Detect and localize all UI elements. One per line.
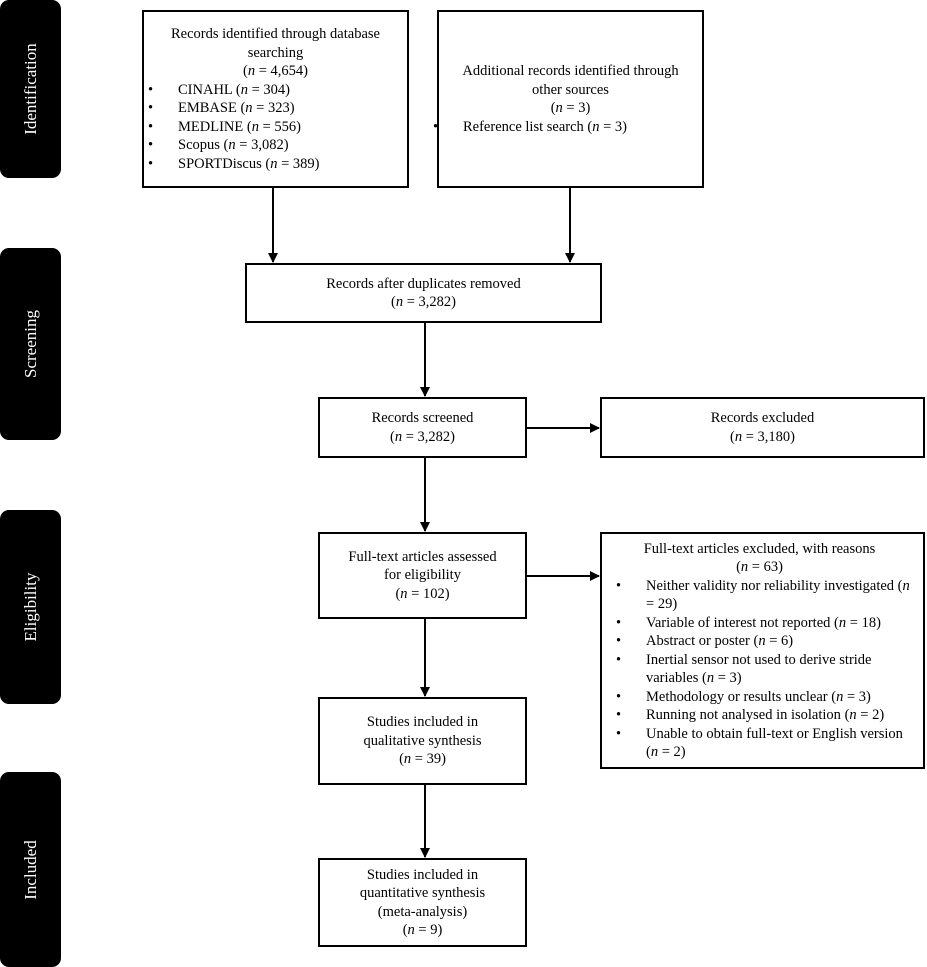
box-title: Records excluded bbox=[710, 410, 815, 426]
reason-list: Reference list search (n = 3) bbox=[419, 118, 702, 137]
box-count: (n = 63) bbox=[736, 559, 783, 575]
list-item: MEDLINE (n = 556) bbox=[134, 118, 407, 137]
database-search-box: Records identified through database searc… bbox=[142, 10, 409, 188]
box-count: (n = 9) bbox=[402, 922, 443, 938]
box-count: (n = 3) bbox=[550, 100, 591, 116]
box-count: (n = 4,654) bbox=[243, 63, 308, 79]
box-title: Additional records identified through bbox=[462, 63, 679, 79]
box-count: (n = 3,282) bbox=[390, 428, 455, 445]
list-item: Unable to obtain full-text or English ve… bbox=[602, 725, 917, 762]
box-title: quantitative synthesis bbox=[359, 885, 486, 901]
box-title: Records screened bbox=[371, 410, 474, 426]
list-item: Methodology or results unclear (n = 3) bbox=[602, 688, 917, 707]
list-item: Reference list search (n = 3) bbox=[419, 118, 702, 137]
list-item: Running not analysed in isolation (n = 2… bbox=[602, 706, 917, 725]
box-title: Full-text articles assessed bbox=[348, 548, 497, 565]
box-count: (n = 102) bbox=[395, 585, 450, 602]
box-title: other sources bbox=[532, 81, 609, 98]
quantitative-synthesis-box: Studies included in quantitative synthes… bbox=[318, 858, 527, 947]
records-screened-box: Records screened (n = 3,282) bbox=[318, 397, 527, 458]
box-title: qualitative synthesis bbox=[363, 732, 482, 749]
box-title: searching bbox=[247, 44, 304, 61]
list-item: Inertial sensor not used to derive strid… bbox=[602, 651, 917, 688]
box-count: (n = 39) bbox=[399, 751, 446, 768]
box-title: Studies included in bbox=[366, 866, 479, 883]
records-excluded-box: Records excluded (n = 3,180) bbox=[600, 397, 925, 458]
box-title: Records identified through database bbox=[171, 26, 380, 42]
stage-included: Included bbox=[0, 772, 61, 967]
list-item: CINAHL (n = 304) bbox=[134, 81, 407, 100]
stage-screening: Screening bbox=[0, 248, 61, 440]
list-item: Neither validity nor reliability investi… bbox=[602, 577, 917, 614]
list-item: EMBASE (n = 323) bbox=[134, 99, 407, 118]
list-item: SPORTDiscus (n = 389) bbox=[134, 155, 407, 174]
list-item: Scopus (n = 3,082) bbox=[134, 136, 407, 155]
reason-list: CINAHL (n = 304)EMBASE (n = 323)MEDLINE … bbox=[134, 81, 407, 174]
other-sources-box: Additional records identified through oth… bbox=[433, 10, 704, 188]
box-title: (meta-analysis) bbox=[377, 903, 468, 920]
list-item: Variable of interest not reported (n = 1… bbox=[602, 614, 917, 633]
box-title: for eligibility bbox=[384, 567, 461, 584]
list-item: Abstract or poster (n = 6) bbox=[602, 632, 917, 651]
fulltext-excluded-box: Full-text articles excluded, with reason… bbox=[600, 532, 925, 769]
reason-list: Neither validity nor reliability investi… bbox=[602, 577, 917, 762]
qualitative-synthesis-box: Studies included in qualitative synthesi… bbox=[318, 697, 527, 785]
stage-identification: Identification bbox=[0, 0, 61, 178]
box-title: Records after duplicates removed bbox=[326, 275, 521, 292]
box-title: Studies included in bbox=[366, 714, 479, 731]
fulltext-assessed-box: Full-text articles assessed for eligibil… bbox=[318, 532, 527, 619]
duplicates-removed-box: Records after duplicates removed (n = 3,… bbox=[245, 263, 602, 323]
stage-eligibility: Eligibility bbox=[0, 510, 61, 704]
box-count: (n = 3,282) bbox=[391, 294, 456, 310]
box-title: Full-text articles excluded, with reason… bbox=[643, 540, 876, 557]
box-count: (n = 3,180) bbox=[730, 428, 795, 445]
